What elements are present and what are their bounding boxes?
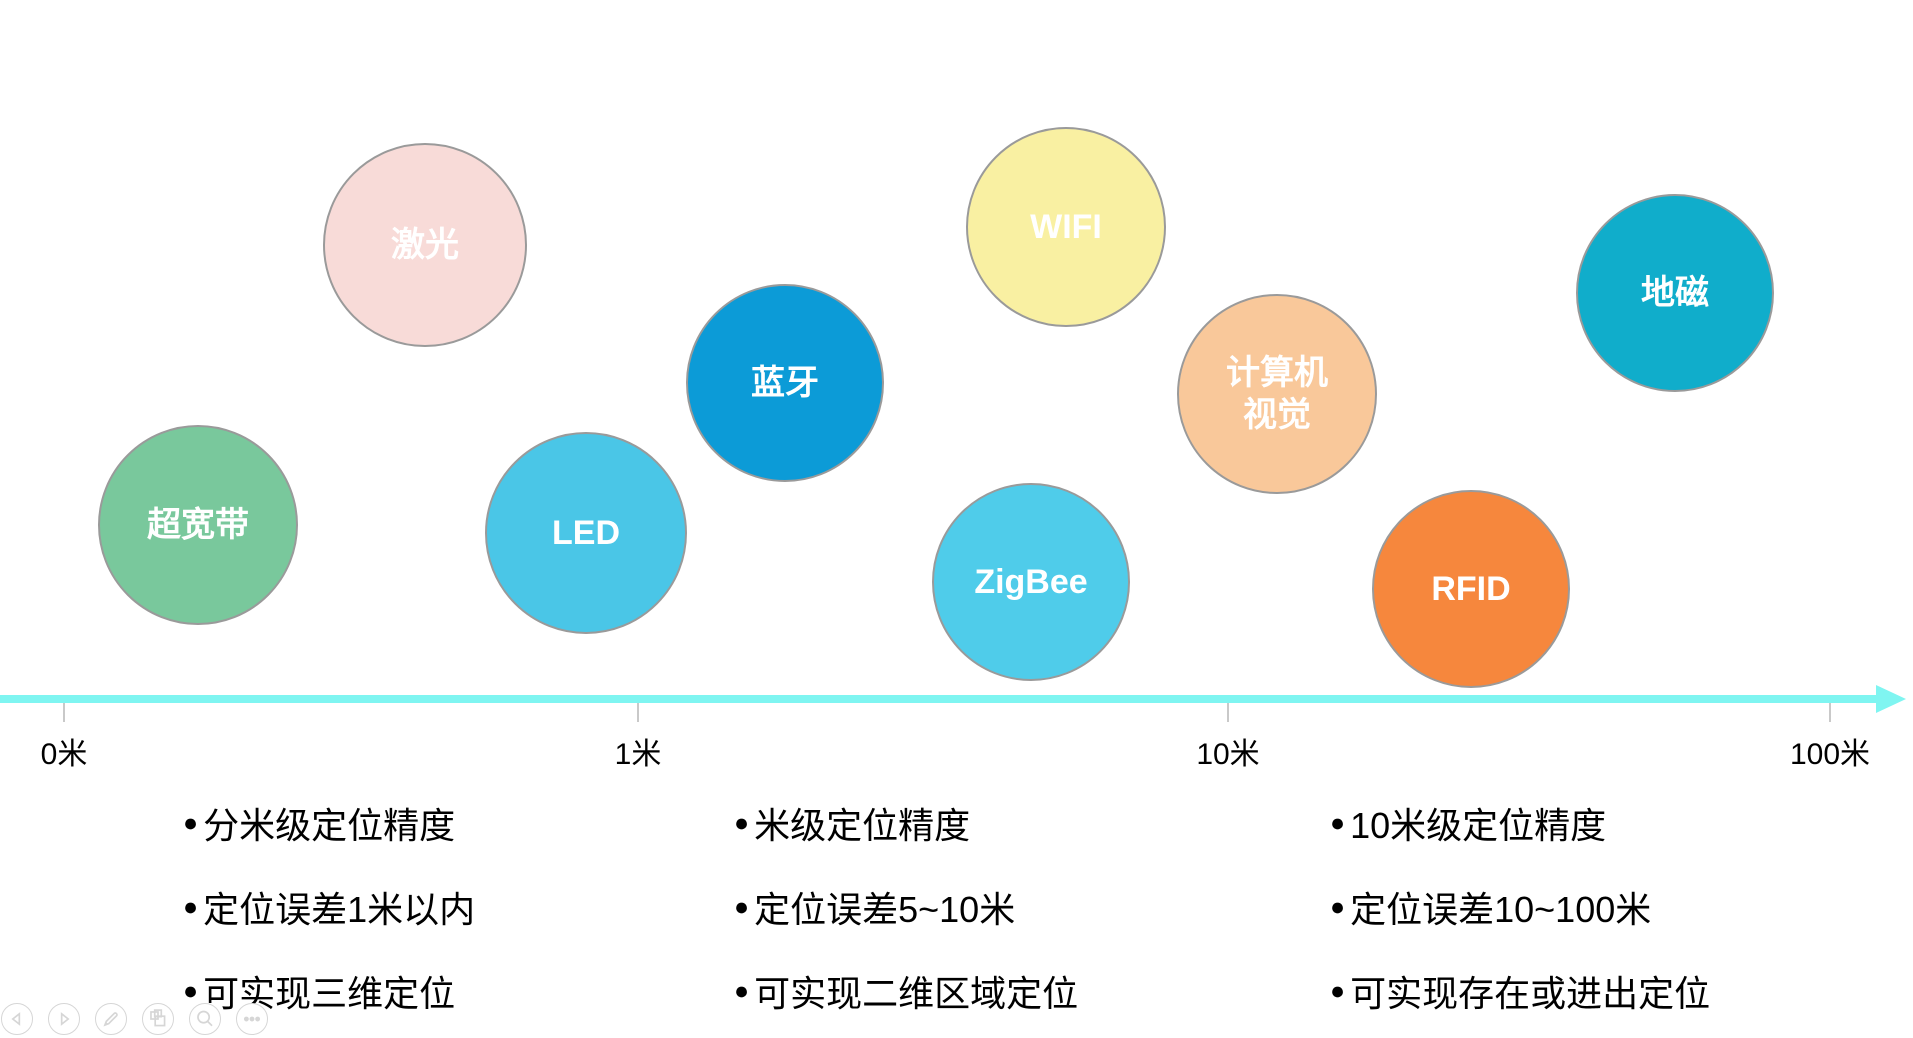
bubble-uwb: 超宽带 [98,425,298,625]
slide-browser-button[interactable] [142,1003,174,1035]
bubble-bluetooth: 蓝牙 [686,284,884,482]
bubble-label: 蓝牙 [751,363,819,402]
note-text: 米级定位精度 [754,805,971,846]
bubble-laser: 激光 [323,143,527,347]
previous-slide-icon [11,1012,21,1026]
note-item: ●分米级定位精度 [183,797,475,849]
bullet-icon: ● [183,892,199,921]
axis-label: 10米 [1196,738,1260,771]
note-text: 分米级定位精度 [203,805,456,846]
note-column-3: ●10米级定位精度●定位误差10~100米●可实现存在或进出定位 [1330,797,1710,1017]
next-slide-icon [60,1012,70,1026]
bullet-icon: ● [1330,892,1346,921]
note-item: ●可实现二维区域定位 [734,965,1078,1017]
note-text: 10米级定位精度 [1350,805,1607,846]
axis-tick [1227,703,1229,722]
bubble-zigbee: ZigBee [932,483,1130,681]
note-column-2: ●米级定位精度●定位误差5~10米●可实现二维区域定位 [734,797,1078,1017]
more-button[interactable] [236,1003,268,1035]
bullet-icon: ● [734,976,750,1005]
note-item: ●定位误差1米以内 [183,881,475,933]
note-item: ●米级定位精度 [734,797,1078,849]
note-item: ●10米级定位精度 [1330,797,1710,849]
slideshow-toolbar [1,1003,268,1035]
bubble-label: 超宽带 [147,505,249,544]
magnifier-icon [197,1010,213,1027]
note-text: 可实现二维区域定位 [754,973,1079,1014]
note-text: 定位误差10~100米 [1350,889,1652,930]
magnifier-button[interactable] [189,1003,221,1035]
bubble-label: 计算机 视觉 [1226,353,1328,435]
note-text: 定位误差5~10米 [754,889,1016,930]
bubble-computer-vision: 计算机 视觉 [1177,294,1377,494]
note-item: ●定位误差10~100米 [1330,881,1710,933]
bullet-icon: ● [1330,808,1346,837]
note-column-1: ●分米级定位精度●定位误差1米以内●可实现三维定位 [183,797,475,1017]
bubble-label: RFID [1431,569,1511,608]
axis-tick [63,703,65,722]
slide-browser-icon [150,1009,166,1027]
axis-label: 0米 [40,738,88,771]
bullet-icon: ● [183,976,199,1005]
axis-arrowhead-icon [1876,685,1906,713]
axis-label: 100米 [1789,738,1871,771]
axis-tick [637,703,639,722]
note-item: ●定位误差5~10米 [734,881,1078,933]
axis-line [0,695,1878,703]
bubble-geomagnetic: 地磁 [1576,194,1774,392]
pen-button[interactable] [95,1003,127,1035]
bubble-led: LED [485,432,687,634]
note-item: ●可实现存在或进出定位 [1330,965,1710,1017]
bubble-label: LED [552,513,620,552]
bullet-icon: ● [734,808,750,837]
note-text: 可实现存在或进出定位 [1350,973,1711,1014]
more-icon [243,1016,261,1022]
bullet-icon: ● [1330,976,1346,1005]
bubble-label: WIFI [1030,207,1102,246]
note-text: 定位误差1米以内 [203,889,476,930]
next-slide-button[interactable] [48,1003,80,1035]
bullet-icon: ● [183,808,199,837]
previous-slide-button[interactable] [1,1003,33,1035]
bubble-label: 地磁 [1641,273,1709,312]
bubble-label: 激光 [391,225,459,264]
axis-tick [1829,703,1831,722]
bullet-icon: ● [734,892,750,921]
pen-icon [103,1012,118,1027]
bubble-label: ZigBee [974,562,1088,601]
bubble-rfid: RFID [1372,490,1570,688]
bubble-wifi: WIFI [966,127,1166,327]
axis-label: 1米 [614,738,662,771]
